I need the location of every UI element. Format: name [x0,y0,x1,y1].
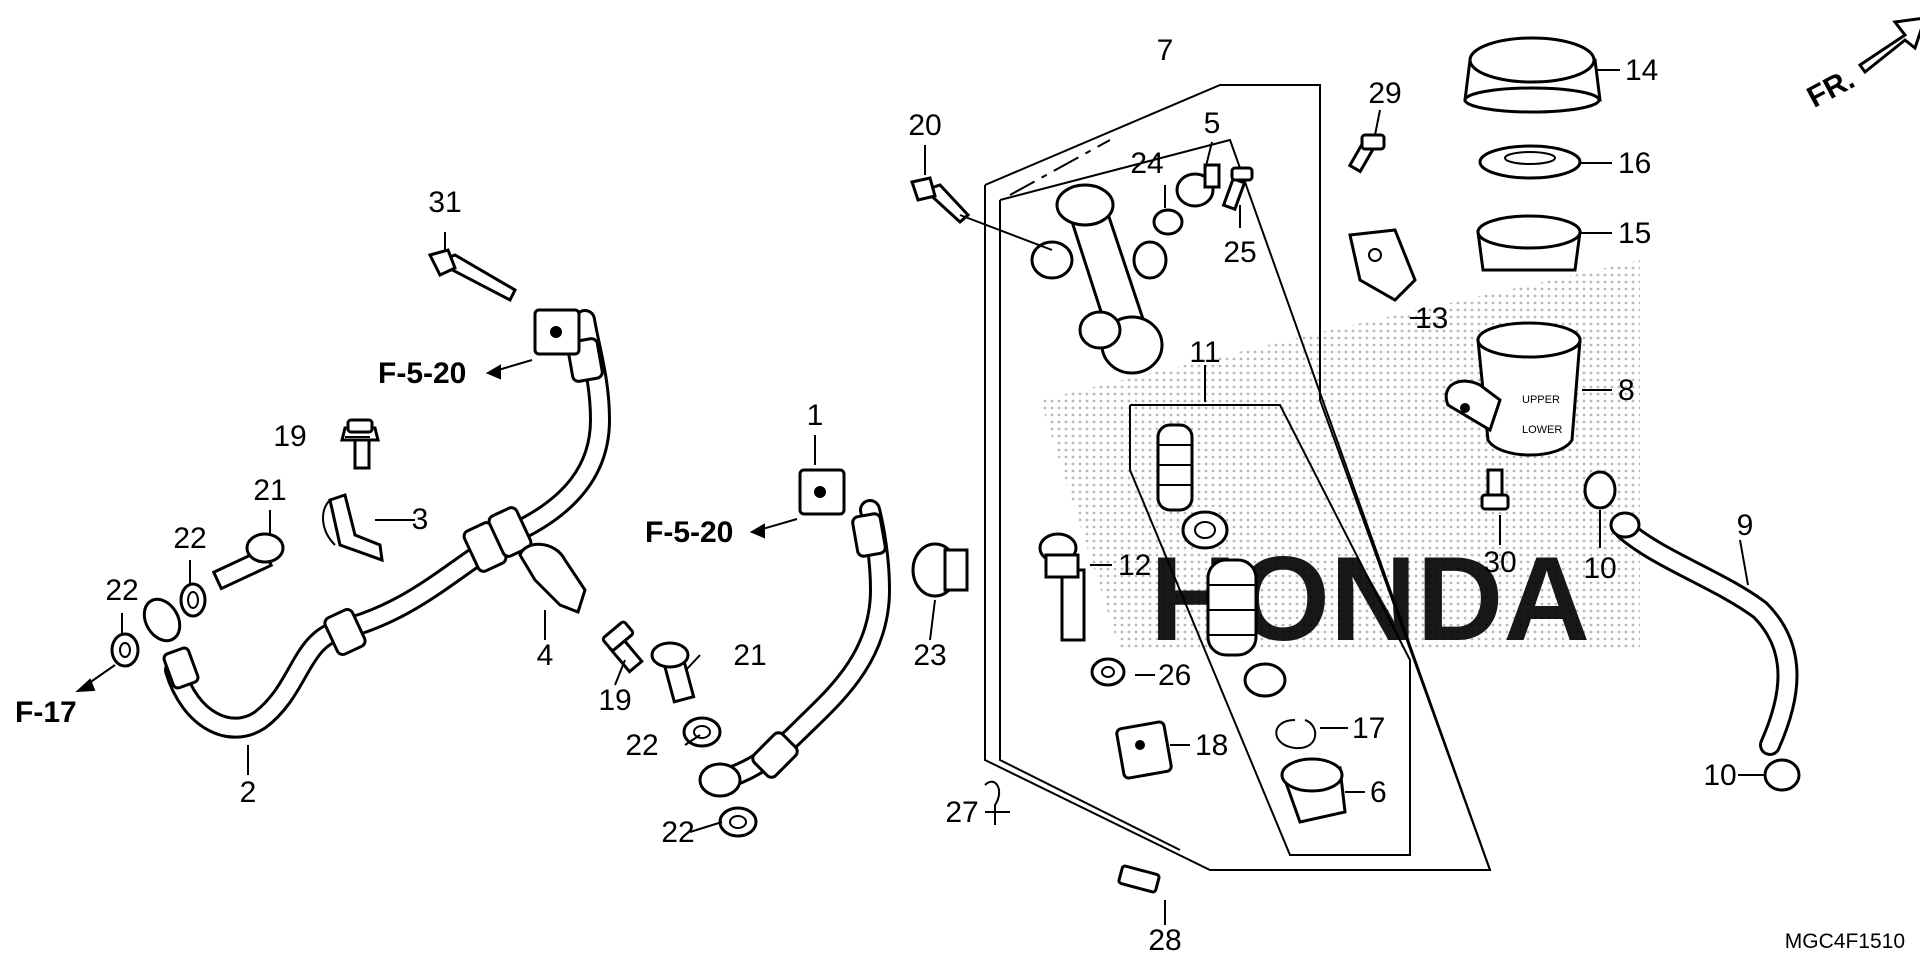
callout-26: 26 [1158,659,1191,692]
bolt-29 [1347,133,1386,174]
reservoir-upper-mark: UPPER [1522,394,1560,406]
front-direction-arrow: FR. [1802,17,1920,115]
callout-17: 17 [1352,712,1385,745]
plate-16 [1478,144,1582,180]
leader-lines [121,69,1765,925]
callout-6: 6 [1370,776,1387,809]
bracket-13 [1348,228,1417,302]
callout-22-d: 22 [661,816,694,849]
callout-15: 15 [1618,217,1651,250]
callout-16: 16 [1618,147,1651,180]
washer-22-b [110,632,140,668]
spring-11 [1156,423,1194,512]
diagram-code: MGC4F1510 [1785,930,1905,953]
hose-2-banjo [533,308,581,356]
callout-30: 30 [1483,546,1516,579]
clevis-18 [1115,720,1173,780]
circlip-17 [1275,719,1317,750]
callout-8: 8 [1618,374,1635,407]
group-outline-11 [1129,404,1411,856]
callout-3: 3 [412,503,429,536]
callout-22-b: 22 [105,574,138,607]
bolt-19-lower [601,620,644,674]
diaphragm-15 [1476,214,1582,272]
master-cylinder-7 [1030,183,1168,375]
callout-labels: 31 19 3 21 22 22 4 2 1 21 19 22 22 23 20… [15,34,1905,957]
callout-23: 23 [913,639,946,672]
joint-5 [1175,163,1221,208]
washer-22-a [179,582,207,618]
callout-5: 5 [1204,107,1221,140]
hose-1-banjo [798,468,846,516]
callout-10-upper: 10 [1583,552,1616,585]
hose-clip-10-lower [1763,758,1801,792]
callout-9: 9 [1737,509,1754,542]
hose-clip-10-upper [1583,470,1617,510]
seal-ring [1243,662,1287,698]
group-outline-inner [999,138,1491,871]
callout-7: 7 [1157,34,1174,67]
reference-arrows [75,359,798,693]
reservoir-hose-9 [1609,511,1799,756]
screw-25 [1221,166,1254,212]
callout-14: 14 [1625,54,1658,87]
callout-19-lower: 19 [598,684,631,717]
reference-f-5-20-left: F-5-20 [378,357,466,390]
nut-26 [1090,657,1126,687]
reference-f-5-20-center: F-5-20 [645,516,733,549]
o-ring-24 [1152,208,1184,236]
cotter-pin-27 [984,780,1001,825]
callout-28: 28 [1148,924,1181,957]
callout-12: 12 [1118,549,1151,582]
reference-f-17: F-17 [15,696,77,729]
callout-27: 27 [945,796,978,829]
seal-cup [1181,510,1229,550]
brake-hose-2 [142,309,611,739]
callout-21-left: 21 [253,474,286,507]
bolt-19-upper [340,418,380,470]
callout-20: 20 [908,109,941,142]
callout-10-lower: 10 [1703,759,1736,792]
washer-22-d [718,806,758,838]
bolt-21-center [650,641,696,704]
callout-19-upper: 19 [273,420,306,453]
reservoir-lower-mark: LOWER [1522,424,1562,436]
bolt-31 [427,248,517,303]
clip-23 [911,542,969,598]
callout-25: 25 [1223,236,1256,269]
callout-31: 31 [428,186,461,219]
callout-2: 2 [240,776,257,809]
piston [1206,558,1258,657]
group-outline-7 [984,84,1492,871]
callout-13: 13 [1415,302,1448,335]
callout-4: 4 [537,639,554,672]
bolt-21-left [211,532,285,591]
reservoir-8: UPPER LOWER [1444,321,1582,457]
reservoir-cap-14 [1463,36,1602,114]
callout-24: 24 [1130,147,1163,180]
callout-18: 18 [1195,729,1228,762]
callout-21-center: 21 [733,639,766,672]
bolt-20 [910,176,971,225]
pin-28 [1117,864,1161,894]
clamp-3 [322,493,384,563]
callout-11: 11 [1189,336,1220,369]
callout-1: 1 [807,399,824,432]
push-rod-12 [1038,532,1086,642]
callout-29: 29 [1368,77,1401,110]
bolt-30 [1480,468,1510,511]
callout-22-c: 22 [625,729,658,762]
boot-6 [1280,757,1347,824]
clamp-4 [518,542,587,614]
callout-22-a: 22 [173,522,206,555]
brake-hose-1 [698,499,891,798]
front-direction-label: FR. [1802,63,1860,115]
